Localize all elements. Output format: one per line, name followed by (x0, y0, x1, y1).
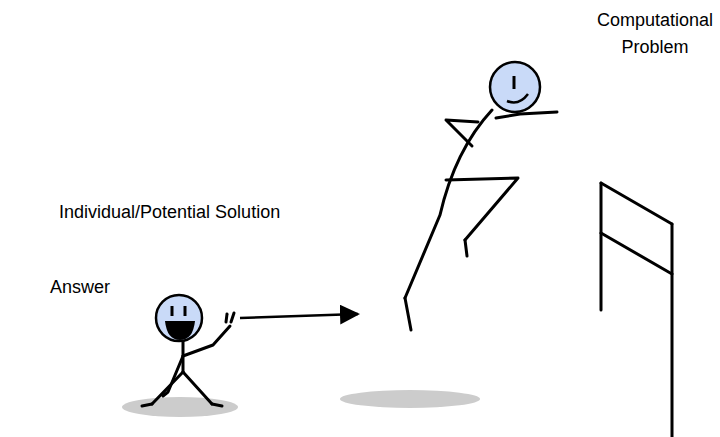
hurdle-post (671, 224, 674, 437)
problem-label: Computational Problem (585, 7, 720, 61)
ground-shadow (122, 397, 238, 417)
standing-figure (142, 313, 234, 406)
hurdle-post (600, 183, 603, 310)
hand (226, 314, 227, 322)
motion-arrow (240, 314, 358, 318)
foot (405, 298, 411, 330)
foot (142, 404, 152, 406)
foot (465, 240, 467, 256)
arm (496, 112, 557, 118)
solution-label: Individual/Potential Solution (59, 199, 280, 226)
eye (513, 76, 516, 89)
hurdle-bar (601, 183, 672, 224)
smile (507, 94, 528, 102)
eye (184, 306, 187, 316)
hand (231, 313, 234, 322)
ground-shadow (340, 390, 480, 408)
open-smile (165, 321, 195, 340)
answer-label: Answer (50, 274, 110, 301)
torso-leg (405, 110, 492, 298)
head (490, 62, 540, 112)
eye (171, 306, 174, 316)
leg (183, 372, 212, 404)
foot (212, 404, 222, 406)
hurdle-bar (601, 233, 672, 274)
arm (163, 356, 183, 396)
hurdle (601, 183, 672, 437)
leg (446, 178, 518, 240)
jumping-figure (405, 110, 557, 330)
arm (446, 120, 478, 146)
head (156, 295, 202, 341)
leg (152, 372, 183, 404)
